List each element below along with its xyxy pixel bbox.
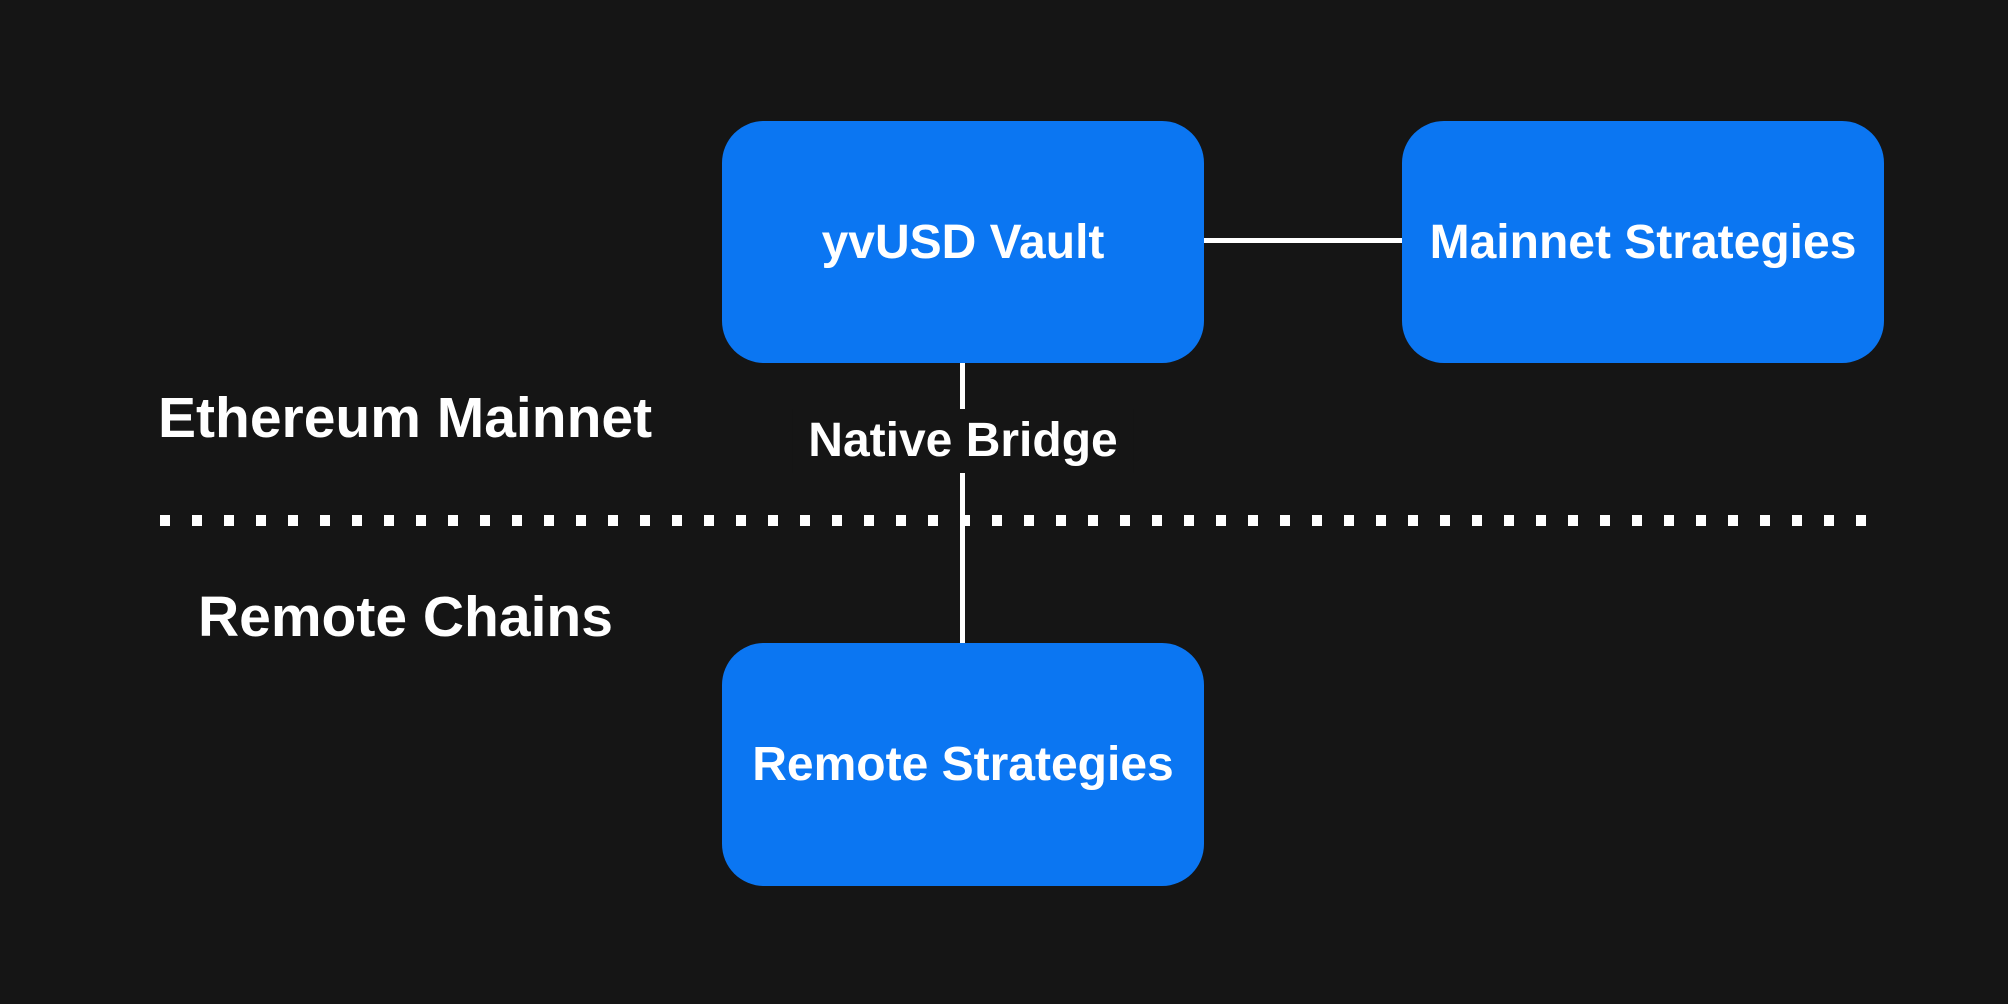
yvusd-vault-node: yvUSD Vault [722, 121, 1204, 363]
zone-divider-dotted-line [160, 515, 1868, 526]
yvusd-vault-node-label: yvUSD Vault [821, 215, 1105, 269]
connector-vault-to-remote-strategies [960, 363, 965, 643]
zone-label-remote-chains: Remote Chains [198, 585, 613, 649]
remote-strategies-node: Remote Strategies [722, 643, 1204, 886]
connector-vault-to-mainnet-strategies [1204, 238, 1402, 243]
mainnet-strategies-node-label: Mainnet Strategies [1429, 215, 1857, 269]
remote-strategies-node-label: Remote Strategies [752, 738, 1174, 791]
mainnet-strategies-node: Mainnet Strategies [1402, 121, 1884, 363]
native-bridge-edge-label: Native Bridge [792, 409, 1134, 473]
zone-label-ethereum-mainnet: Ethereum Mainnet [158, 386, 653, 450]
